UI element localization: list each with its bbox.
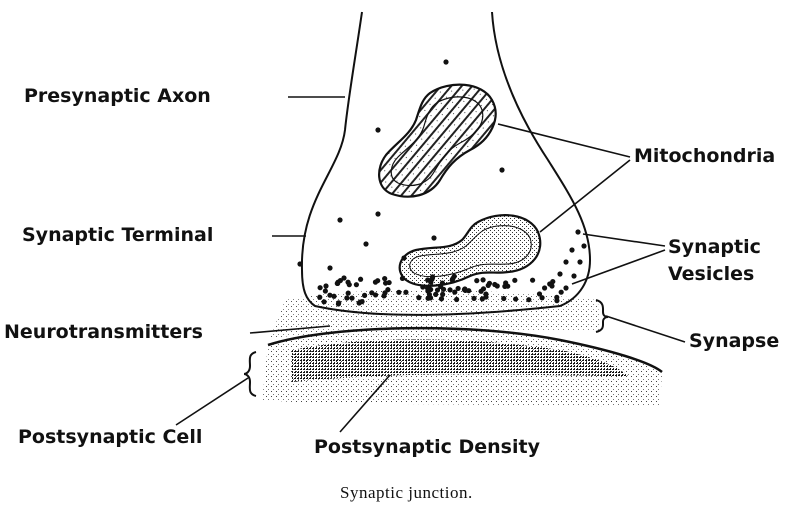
- mitochondrion-lower: [400, 215, 541, 286]
- vesicle-dot: [346, 291, 351, 296]
- vesicle-dot: [474, 278, 479, 283]
- leader-mito-2: [540, 160, 630, 232]
- vesicle-dot: [537, 291, 542, 296]
- leader-mito-1: [498, 124, 630, 157]
- vesicle-dot: [559, 290, 564, 295]
- vesicle-dot: [503, 280, 508, 285]
- vesicle-dot: [440, 292, 445, 297]
- label-presynaptic-axon: Presynaptic Axon: [24, 87, 211, 106]
- vesicle-dot: [382, 290, 387, 295]
- vesicle-dot: [382, 276, 387, 281]
- label-vesicles: Vesicles: [668, 265, 754, 284]
- vesicle-dot: [471, 296, 476, 301]
- vesicle-dot: [357, 300, 362, 305]
- vesicle-dot: [526, 297, 531, 302]
- label-synaptic: Synaptic: [668, 238, 761, 257]
- vesicle-dot: [530, 278, 535, 283]
- vesicle-dot: [373, 292, 378, 297]
- vesicle-dot: [454, 297, 459, 302]
- vesicle-dot: [452, 274, 457, 279]
- mitochondrion-upper: [379, 85, 495, 197]
- vesicle-dot: [430, 274, 435, 279]
- vesicle-dot: [563, 285, 568, 290]
- vesicle-dot: [375, 127, 380, 132]
- vesicle-dot: [331, 294, 336, 299]
- vesicle-dot: [375, 211, 380, 216]
- vesicle-dot: [425, 296, 430, 301]
- vesicle-dot: [495, 283, 500, 288]
- vesicle-dot: [323, 283, 328, 288]
- vesicle-dot: [435, 287, 440, 292]
- vesicle-dot: [512, 278, 517, 283]
- vesicle-dot: [337, 217, 342, 222]
- vesicle-dot: [354, 282, 359, 287]
- vesicle-dot: [396, 290, 401, 295]
- vesicle-dot: [480, 277, 485, 282]
- vesicle-dot: [554, 295, 559, 300]
- vesicle-dot: [425, 288, 430, 293]
- vesicle-dot: [439, 296, 444, 301]
- vesicle-dot: [575, 229, 580, 234]
- vesicle-dot: [297, 261, 302, 266]
- label-postsynaptic-cell: Postsynaptic Cell: [18, 428, 202, 447]
- vesicle-dot: [383, 280, 388, 285]
- vesicle-dot: [345, 280, 350, 285]
- label-synapse: Synapse: [689, 332, 779, 351]
- vesicle-dot: [440, 281, 445, 286]
- vesicle-dot: [428, 280, 433, 285]
- label-neurotransmitters: Neurotransmitters: [4, 323, 203, 342]
- vesicle-dot: [483, 292, 488, 297]
- figure-caption: Synaptic junction.: [340, 484, 473, 501]
- vesicle-dot: [363, 241, 368, 246]
- vesicle-dot: [441, 287, 446, 292]
- vesicle-dot: [513, 296, 518, 301]
- vesicle-dot: [420, 284, 425, 289]
- label-postsynaptic-density: Postsynaptic Density: [314, 438, 540, 457]
- vesicle-dot: [501, 296, 506, 301]
- vesicle-dot: [557, 271, 562, 276]
- vesicle-dot: [571, 273, 576, 278]
- vesicle-dot: [373, 280, 378, 285]
- vesicle-dot: [447, 287, 452, 292]
- label-synaptic-terminal: Synaptic Terminal: [22, 226, 213, 245]
- vesicle-dot: [542, 285, 547, 290]
- vesicle-dot: [321, 299, 326, 304]
- leader-vesicles-2: [572, 250, 665, 284]
- vesicle-dot: [563, 259, 568, 264]
- vesicle-dot: [400, 276, 405, 281]
- vesicle-dot: [344, 295, 349, 300]
- vesicle-dot: [335, 281, 340, 286]
- leader-synapse: [606, 316, 685, 342]
- vesicle-dot: [318, 285, 323, 290]
- vesicle-dot: [581, 243, 586, 248]
- vesicle-dot: [358, 277, 363, 282]
- vesicle-dot: [416, 295, 421, 300]
- vesicle-dot: [443, 59, 448, 64]
- vesicle-dot: [499, 167, 504, 172]
- vesicle-dot: [336, 300, 341, 305]
- vesicle-dot: [569, 247, 574, 252]
- postsynaptic-cell-bracket: [244, 352, 256, 396]
- vesicle-dot: [577, 259, 582, 264]
- leader-postsynaptic-cell: [176, 378, 248, 425]
- vesicle-dot: [487, 281, 492, 286]
- vesicle-dot: [401, 255, 406, 260]
- vesicle-dot: [349, 296, 354, 301]
- label-mitochondria: Mitochondria: [634, 147, 775, 166]
- vesicle-dot: [362, 293, 367, 298]
- leader-vesicles-1: [583, 234, 665, 246]
- vesicle-dot: [431, 235, 436, 240]
- vesicle-dot: [462, 286, 467, 291]
- vesicle-dot: [547, 281, 552, 286]
- vesicle-dot: [317, 295, 322, 300]
- vesicle-dot: [323, 288, 328, 293]
- vesicle-dot: [403, 290, 408, 295]
- vesicle-dot: [327, 265, 332, 270]
- vesicle-dot: [452, 290, 457, 295]
- vesicle-dot: [478, 289, 483, 294]
